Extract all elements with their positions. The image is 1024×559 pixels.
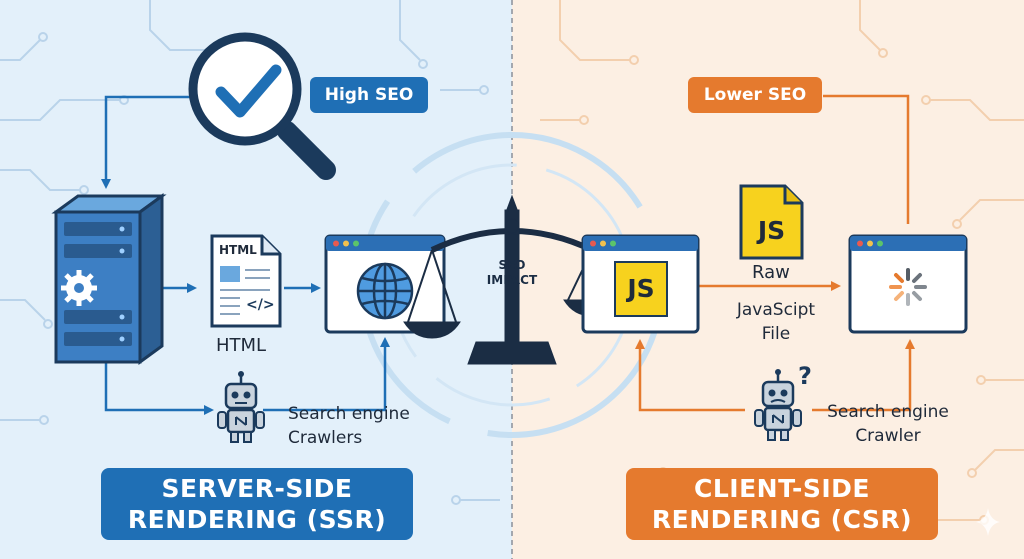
ssr-seo-badge-label: High SEO: [324, 85, 414, 105]
loading-spinner-icon: [889, 268, 927, 306]
html-label: HTML: [216, 335, 267, 356]
csr-connectors: [635, 94, 915, 412]
server-icon: [51, 193, 167, 365]
robot-icon: [754, 369, 802, 441]
csr-crawler-to-spinner-arrow: [812, 339, 915, 412]
browser-window-icon: [848, 234, 968, 334]
balance-scale-icon: [403, 194, 621, 365]
csr-crawler-to-js-browser-arrow: [635, 339, 745, 412]
html-document-icon: [210, 234, 282, 328]
ssr-crawler-label: Search engine Crawlers: [288, 402, 410, 450]
csr-crawler-label: Search engine Crawler: [818, 400, 958, 448]
js-file-label-line1: JavaScipt: [736, 300, 816, 320]
seo-impact-label-line2: IMPACT: [486, 273, 538, 287]
csr-title-line1: CLIENT-SIDE: [694, 474, 870, 503]
js-file-text: JS: [757, 216, 786, 245]
ssr-title-line1: SERVER-SIDE: [161, 474, 353, 503]
magnifier-check-icon: [188, 32, 336, 180]
html-document-header: HTML: [219, 243, 257, 257]
browser-window-icon: [581, 234, 700, 334]
ssr-title-line2: RENDERING (SSR): [127, 505, 387, 534]
csr-seo-badge: Lower SEO: [688, 77, 822, 113]
csr-title-banner: CLIENT-SIDE RENDERING (CSR): [626, 468, 938, 540]
ssr-server-to-crawler-arrow: [104, 360, 214, 415]
ssr-crawler-to-browser-arrow: [263, 337, 390, 412]
csr-crawler-label-line2: Crawler: [855, 426, 921, 446]
csr-seo-badge-label: Lower SEO: [703, 85, 807, 105]
ssr-crawler-label-line2: Crawlers: [288, 428, 363, 448]
crawler-question-mark: ?: [798, 362, 812, 390]
ssr-seo-to-server-arrow: [101, 95, 190, 189]
javascript-file-icon: [739, 184, 804, 260]
html-document-code: </>: [246, 297, 275, 313]
js-file-label: JavaScipt File: [716, 298, 836, 346]
gear-icon: [61, 270, 97, 306]
js-file-label-line2: File: [761, 324, 791, 344]
js-browser-text: JS: [627, 274, 655, 303]
ssr-connectors: [101, 95, 390, 415]
csr-spinner-to-seo-line: [823, 94, 910, 224]
seo-impact-label-line1: SEO: [498, 258, 526, 272]
ssr-crawler-label-line1: Search engine: [288, 404, 410, 424]
csr-crawler-label-line1: Search engine: [827, 402, 949, 422]
ssr-title-banner: SERVER-SIDE RENDERING (SSR): [101, 468, 413, 540]
seo-impact-label: SEO IMPACT: [472, 258, 552, 288]
raw-label: Raw: [752, 262, 790, 283]
ssr-seo-badge: High SEO: [310, 77, 428, 113]
globe-icon: [356, 262, 414, 320]
robot-icon: [217, 371, 265, 443]
csr-title-line2: RENDERING (CSR): [651, 505, 913, 534]
sparkle-icon: [976, 508, 1000, 536]
